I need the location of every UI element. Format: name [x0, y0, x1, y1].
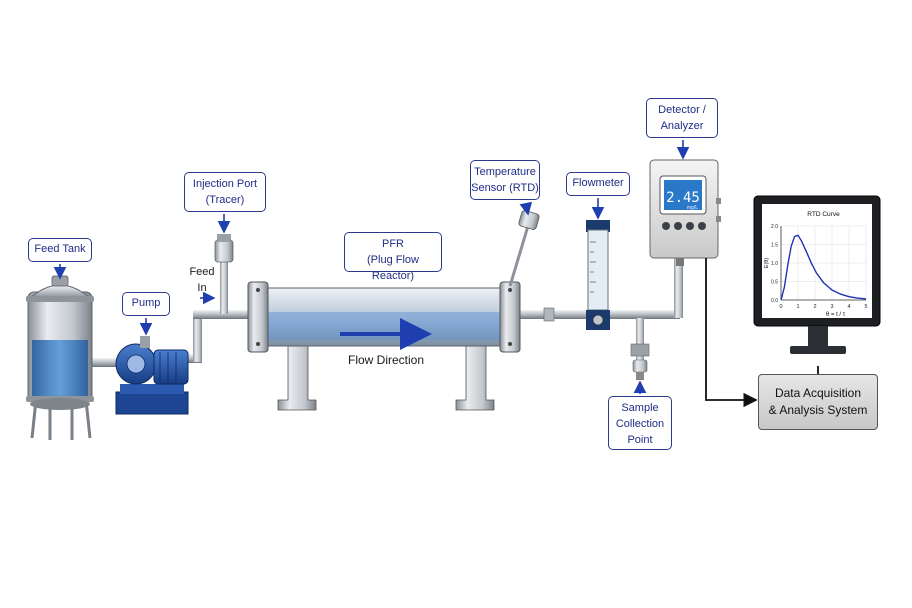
- x-axis-label: θ = t / τ: [826, 312, 846, 318]
- injection-valve: [214, 239, 234, 263]
- callout-arrows: [53, 140, 690, 394]
- y-tick-label: 0.0: [771, 298, 778, 304]
- x-tick-label: 4: [847, 304, 850, 310]
- pipe-to-reactor: [193, 310, 253, 319]
- feed-in-label: Feed In: [189, 266, 215, 294]
- monitor: 0.0 0.5 1.0 1.5 2.0 0 1 2 3 4 5 RTD Curve θ = t / τ E…: [753, 195, 881, 354]
- x-tick-label: 0: [779, 304, 782, 310]
- rtd-curve-line: [780, 234, 867, 301]
- piping: [88, 234, 683, 380]
- pump-label: Pump: [122, 292, 170, 316]
- pfr-label: PFR (Plug Flow Reactor): [344, 232, 442, 282]
- data-acquisition-system: Data Acquisition & Analysis System: [758, 374, 878, 430]
- feed-tank: [26, 275, 94, 440]
- pfr-reactor: [247, 281, 521, 353]
- injection-stem: [220, 260, 228, 314]
- detector-unit: mg/L: [687, 205, 698, 211]
- temperature-sensor-label: Temperature Sensor (RTD): [470, 160, 540, 200]
- flowmeter-label: Flowmeter: [566, 172, 630, 196]
- y-tick-label: 2.0: [771, 224, 778, 230]
- sample-point-label: Sample Collection Point: [608, 396, 672, 450]
- detector-reading: 2.45: [666, 190, 700, 206]
- pipe-after-reactor: [518, 310, 636, 319]
- rtd-chart: 0.0 0.5 1.0 1.5 2.0 0 1 2 3 4 5 RTD Curve θ = t / τ E…: [764, 211, 868, 318]
- feed-tank-label: Feed Tank: [28, 238, 92, 262]
- x-tick-label: 2: [813, 304, 816, 310]
- y-tick-label: 0.5: [771, 280, 778, 286]
- y-axis-label: E(θ): [764, 258, 770, 269]
- pump: [115, 336, 189, 415]
- sample-line: [636, 318, 644, 366]
- pipe-to-detector: [674, 256, 683, 318]
- chart-title: RTD Curve: [807, 211, 840, 218]
- pipe-riser: [193, 314, 202, 362]
- detector-label: Detector / Analyzer: [646, 98, 718, 138]
- injection-port-label: Injection Port (Tracer): [184, 172, 266, 212]
- x-tick-label: 5: [864, 304, 867, 310]
- y-tick-label: 1.0: [771, 261, 778, 267]
- pipe-tank-pump: [88, 358, 126, 367]
- flow-direction-label: Flow Direction: [347, 353, 425, 367]
- x-tick-label: 1: [796, 304, 799, 310]
- detector-analyzer: 2.45 mg/L: [649, 159, 721, 266]
- flowmeter: [586, 220, 610, 330]
- reactor-supports: [277, 339, 495, 411]
- temperature-sensor: [508, 210, 540, 287]
- x-tick-label: 3: [830, 304, 833, 310]
- y-tick-label: 1.5: [771, 243, 778, 249]
